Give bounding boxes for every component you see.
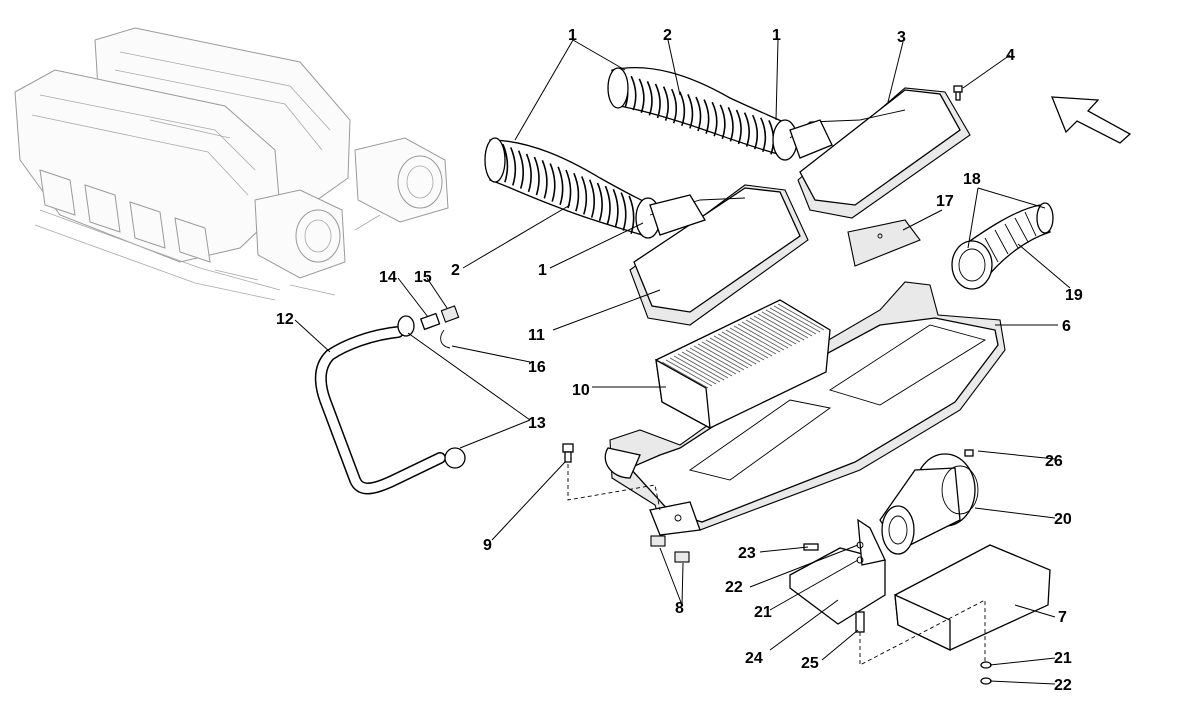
callout-8: 8 xyxy=(675,600,684,617)
callout-1-top-right: 1 xyxy=(772,27,781,44)
callout-2-top: 2 xyxy=(663,27,672,44)
orientation-arrow-icon xyxy=(1051,96,1132,144)
callout-9: 9 xyxy=(483,537,492,554)
callout-21-left: 21 xyxy=(754,604,772,621)
rubber-mounts-8 xyxy=(650,535,690,563)
callout-1-middle: 1 xyxy=(538,262,547,279)
callout-25: 25 xyxy=(801,655,819,672)
callout-2-middle: 2 xyxy=(451,262,460,279)
assembly-dash-lines xyxy=(567,464,986,666)
hose-12 xyxy=(314,326,446,495)
fitting-14-15-16 xyxy=(419,305,460,349)
callout-15: 15 xyxy=(414,269,432,286)
callout-23: 23 xyxy=(738,545,756,562)
intake-hose-lower xyxy=(484,137,661,239)
hose-clamp-13 xyxy=(397,315,466,469)
callout-labels: 1 2 1 3 4 18 17 1 2 19 14 15 12 6 11 16 … xyxy=(276,27,1083,694)
callout-6: 6 xyxy=(1062,318,1071,335)
callout-1-top-left: 1 xyxy=(568,27,577,44)
washers xyxy=(980,661,992,685)
callout-22-right: 22 xyxy=(1054,677,1072,694)
engine-assembly xyxy=(14,27,449,301)
mounting-bracket-24 xyxy=(789,518,886,625)
blower-fan xyxy=(879,453,979,555)
callout-7: 7 xyxy=(1058,609,1067,626)
intake-hose-upper xyxy=(607,67,798,161)
callout-20: 20 xyxy=(1054,511,1072,528)
leader-lines xyxy=(294,39,1071,685)
air-filter-housing xyxy=(604,281,1006,536)
callout-21-right: 21 xyxy=(1054,650,1072,667)
gasket-plate-17 xyxy=(847,219,921,267)
callout-14: 14 xyxy=(379,269,397,286)
stud-25 xyxy=(855,611,865,633)
bolt-26 xyxy=(964,449,974,457)
callout-10: 10 xyxy=(572,382,590,399)
air-filter-element xyxy=(655,299,831,430)
callout-13: 13 xyxy=(528,415,546,432)
cover-box-7 xyxy=(894,544,1051,652)
callout-17: 17 xyxy=(936,193,954,210)
callout-26: 26 xyxy=(1045,453,1063,470)
callout-11: 11 xyxy=(528,327,545,344)
callout-19: 19 xyxy=(1065,287,1083,304)
callout-12: 12 xyxy=(276,311,294,328)
callout-16: 16 xyxy=(528,359,546,376)
short-hose xyxy=(951,202,1054,290)
callout-3: 3 xyxy=(897,29,906,46)
callout-22-left: 22 xyxy=(725,579,743,596)
callout-18: 18 xyxy=(963,171,981,188)
bolt-4 xyxy=(953,85,963,101)
callout-4: 4 xyxy=(1006,47,1015,64)
callout-24: 24 xyxy=(745,650,763,667)
air-box-cover-upper xyxy=(789,87,971,219)
air-box-cover-lower xyxy=(629,184,809,326)
bolt-9 xyxy=(562,443,574,463)
